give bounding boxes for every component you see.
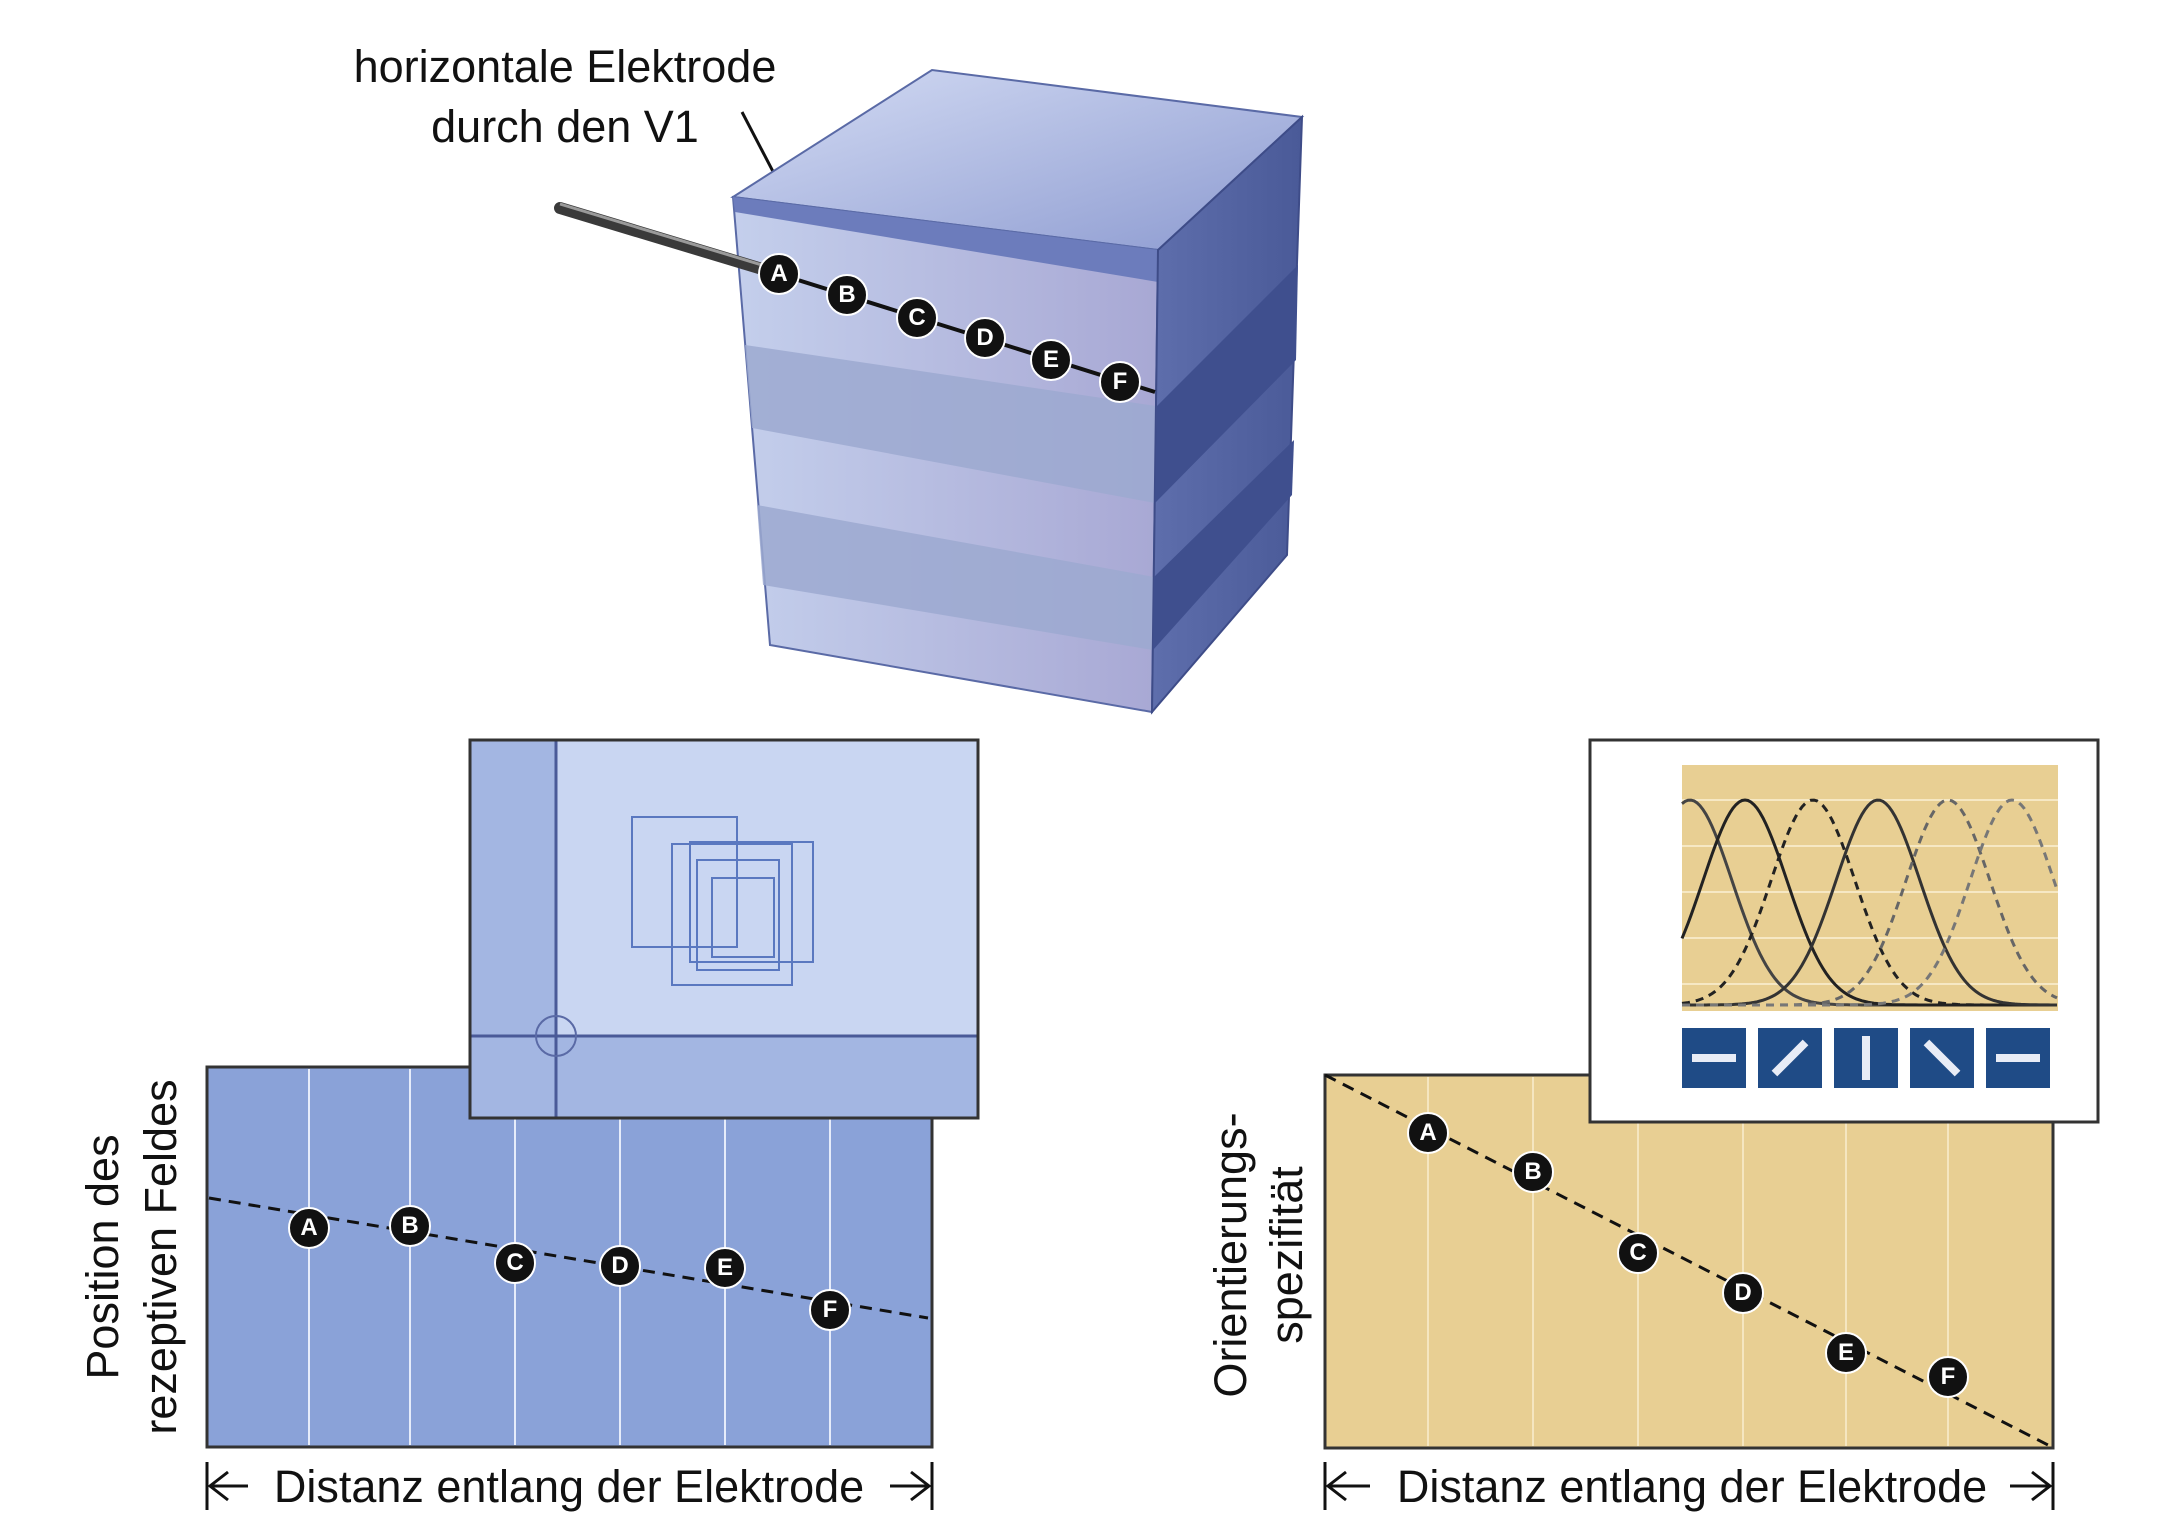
orientation-icon xyxy=(1682,1028,1746,1088)
orientation-icon xyxy=(1986,1028,2050,1088)
cube-layer-band xyxy=(757,505,1154,650)
left-marker-d: D xyxy=(599,1245,641,1287)
cube-marker-a: A xyxy=(758,253,800,295)
left-ylabel-line2: rezeptiven Feldes xyxy=(135,1079,186,1434)
cube-marker-d: D xyxy=(964,317,1006,359)
left-marker-f: F xyxy=(809,1289,851,1331)
left-marker-a-label: A xyxy=(300,1214,317,1241)
right-marker-f: F xyxy=(1927,1356,1969,1398)
cube-marker-e-label: E xyxy=(1043,346,1059,373)
right-ylabel-line1: Orientierungs- xyxy=(1205,1112,1256,1397)
right-trend-line xyxy=(1324,1073,2051,1448)
right-marker-a-label: A xyxy=(1419,1119,1436,1146)
left-markers: A B C D E F xyxy=(288,1205,851,1331)
left-trend-line xyxy=(208,1196,929,1320)
cube-marker-c: C xyxy=(896,297,938,339)
cube-markers: A B C D E F xyxy=(758,253,1141,403)
right-marker-d-label: D xyxy=(1734,1279,1751,1306)
receptive-field-squares xyxy=(631,816,814,986)
left-marker-d-label: D xyxy=(611,1252,628,1279)
left-marker-b: B xyxy=(389,1205,431,1247)
tuning-curve-inset xyxy=(1588,738,2100,1124)
left-xaxis-arrow xyxy=(205,1462,934,1510)
right-marker-e-label: E xyxy=(1838,1339,1854,1366)
visual-field-inset xyxy=(468,738,980,1120)
electrode-rod xyxy=(554,202,788,281)
right-xaxis-arrow xyxy=(1323,1462,2055,1510)
cube-marker-a-label: A xyxy=(770,260,787,287)
tuning-gridlines xyxy=(1682,799,2058,985)
cube-marker-d-label: D xyxy=(976,324,993,351)
right-marker-c: C xyxy=(1617,1232,1659,1274)
electrode-label-line1: horizontale Elektrode xyxy=(354,41,777,92)
left-marker-c: C xyxy=(494,1242,536,1284)
left-marker-e-label: E xyxy=(717,1254,733,1281)
cube-layer-band xyxy=(745,345,1156,503)
right-marker-e: E xyxy=(1825,1332,1867,1374)
right-marker-a: A xyxy=(1407,1112,1449,1154)
cube-side-band xyxy=(1153,440,1294,650)
left-marker-f-label: F xyxy=(823,1296,838,1323)
fixation-point xyxy=(535,1015,577,1057)
left-marker-b-label: B xyxy=(401,1212,418,1239)
cube-marker-b: B xyxy=(826,274,868,316)
cube-marker-c-label: C xyxy=(908,304,925,331)
left-ylabel-line1: Position des xyxy=(77,1134,128,1379)
right-ylabel-line2: spezifität xyxy=(1261,1166,1312,1344)
cube-marker-e: E xyxy=(1030,339,1072,381)
cube-marker-f: F xyxy=(1099,361,1141,403)
orientation-plot: A B C D E F Orientierungs- spezifität xyxy=(1205,738,2100,1512)
cube-side-band xyxy=(1155,265,1298,503)
orientation-icons xyxy=(1682,1028,2050,1088)
left-marker-e: E xyxy=(704,1247,746,1289)
tuning-curve xyxy=(1682,798,2059,1007)
right-marker-f-label: F xyxy=(1941,1363,1956,1390)
right-marker-b: B xyxy=(1512,1151,1554,1193)
orientation-icon xyxy=(1910,1028,1974,1088)
left-marker-a: A xyxy=(288,1207,330,1249)
orientation-icon xyxy=(1758,1028,1822,1088)
tuning-curves xyxy=(1680,798,2059,1007)
cortex-cube xyxy=(554,68,1305,715)
receptive-field-plot: A B C D E F Position des rezeptiven Feldes xyxy=(77,738,980,1512)
left-marker-c-label: C xyxy=(506,1249,523,1276)
cube-marker-b-label: B xyxy=(838,281,855,308)
right-markers: A B C D E F xyxy=(1407,1112,1969,1398)
orientation-icon xyxy=(1834,1028,1898,1088)
cube-marker-f-label: F xyxy=(1113,368,1128,395)
cube-top-edge xyxy=(733,197,1158,282)
right-xlabel: Distanz entlang der Elektrode xyxy=(1397,1461,1987,1512)
tuning-curve xyxy=(1681,798,2057,1007)
right-marker-b-label: B xyxy=(1524,1158,1541,1185)
right-marker-d: D xyxy=(1722,1272,1764,1314)
electrode-label-line2: durch den V1 xyxy=(431,101,699,152)
right-marker-c-label: C xyxy=(1629,1239,1646,1266)
left-xlabel: Distanz entlang der Elektrode xyxy=(274,1461,864,1512)
